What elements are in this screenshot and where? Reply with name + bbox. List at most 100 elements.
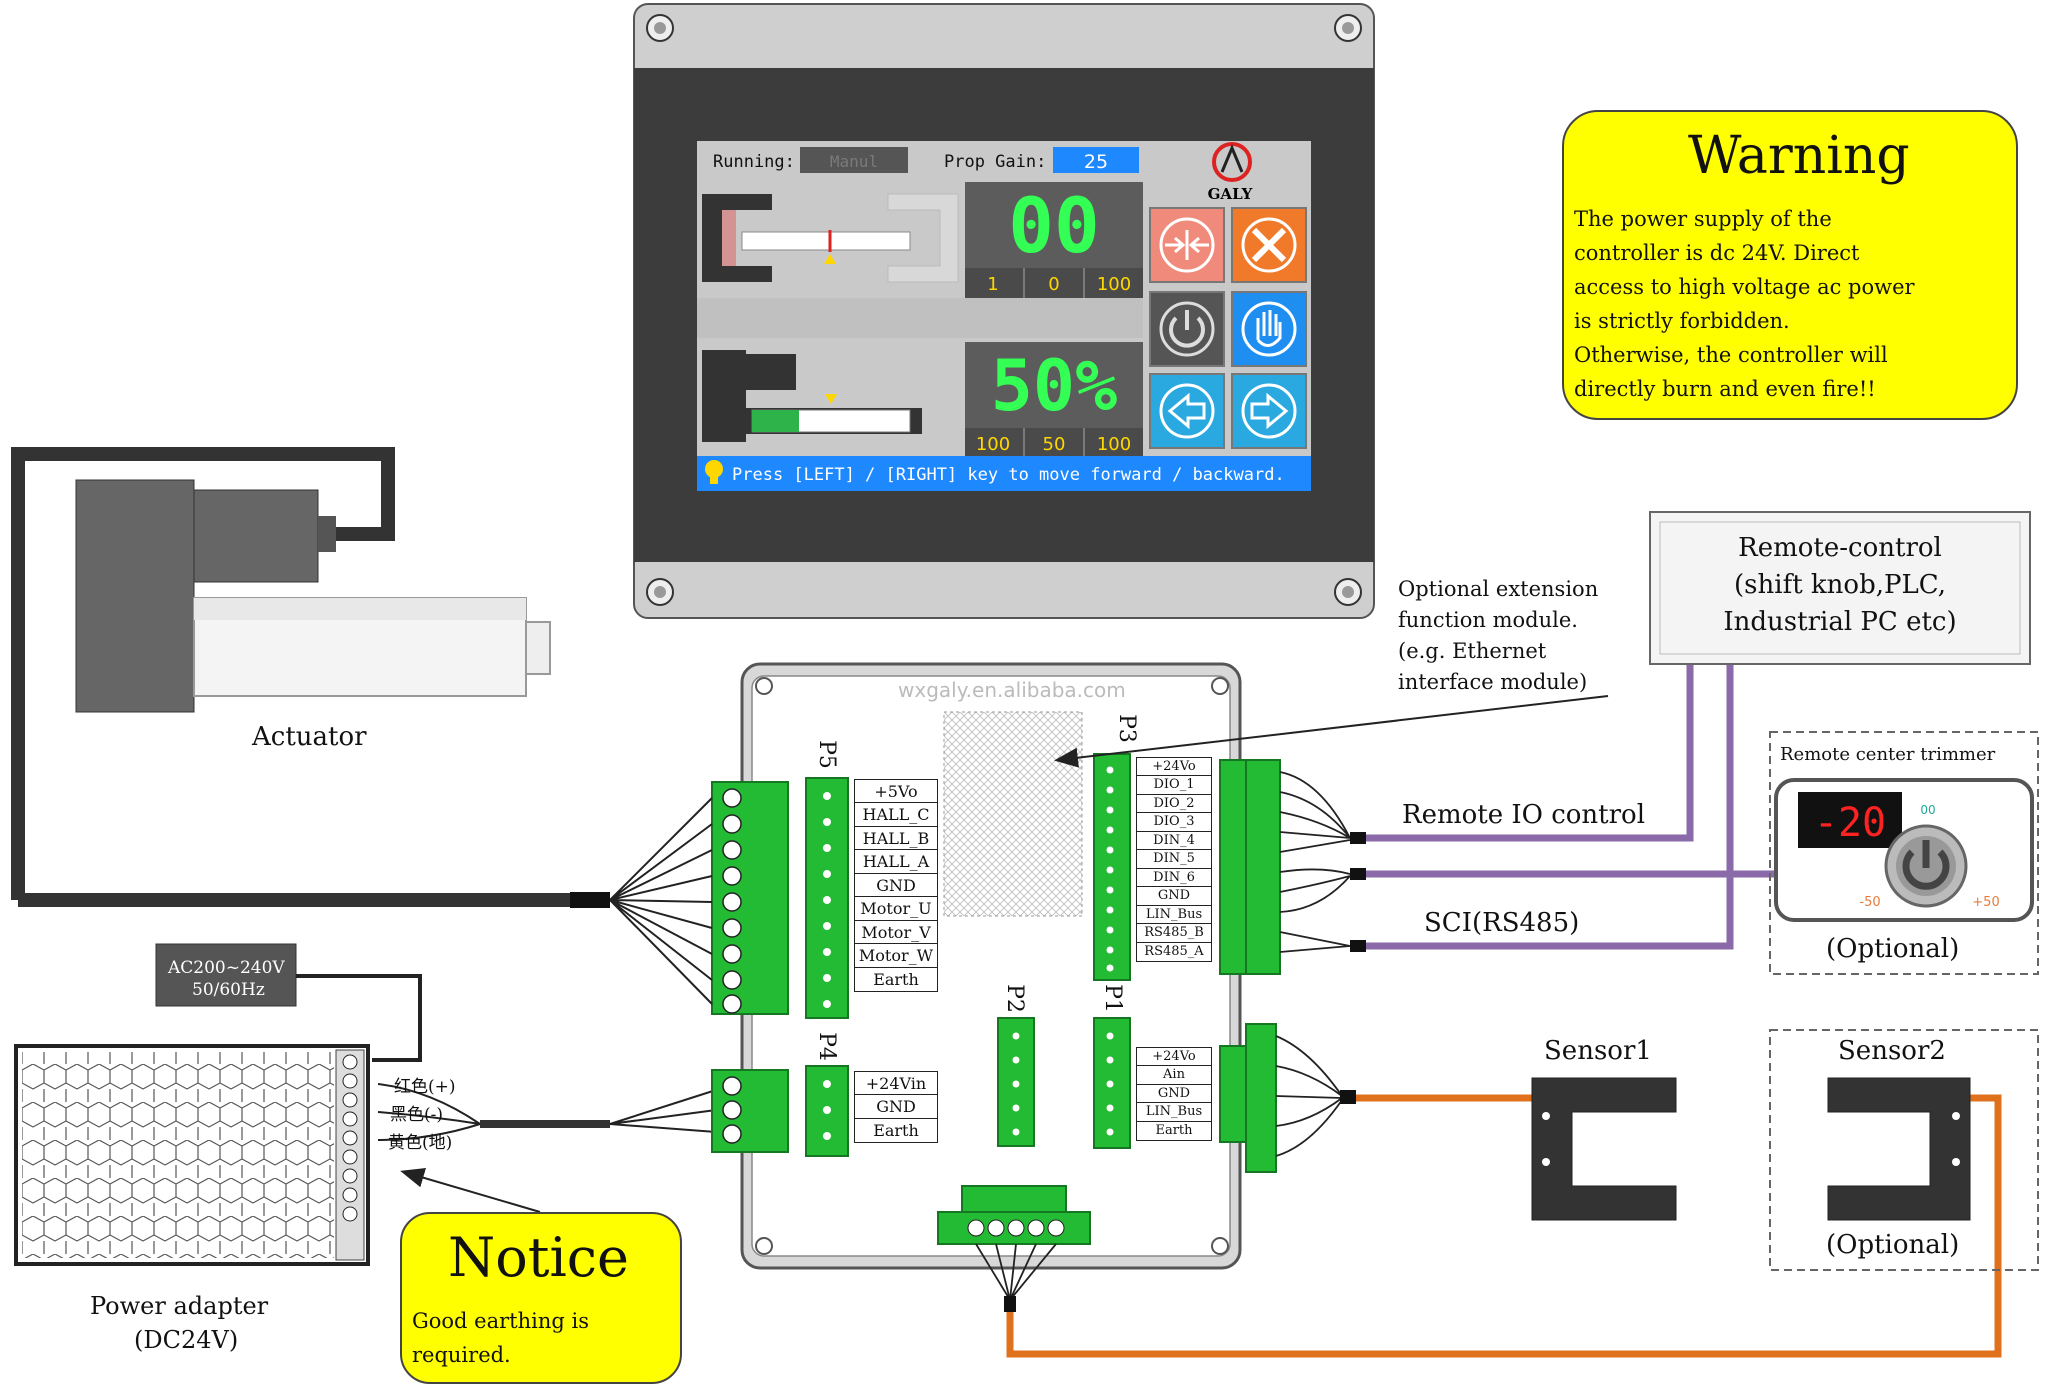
sensor2-box [1769, 1029, 2039, 1271]
p5-pin: Motor_V [854, 919, 938, 945]
port-p2-name: P2 [1001, 984, 1027, 1013]
p4-pin: Earth [854, 1117, 938, 1143]
p5-screws [722, 788, 742, 1014]
notice-line: required. [412, 1343, 511, 1367]
warning-line: is strictly forbidden. [1574, 309, 1790, 333]
trimmer-max: +50 [1972, 895, 1999, 910]
galy-logo-icon [1212, 142, 1252, 182]
notice-line: Good earthing is [412, 1309, 589, 1333]
remote-control-box [1649, 511, 2031, 665]
optional-extension-note: Optional extension function module. (e.g… [1398, 574, 1598, 698]
p5-plug [570, 781, 789, 1015]
notice-body: Good earthing is required. [412, 1304, 589, 1372]
warning-line: controller is dc 24V. Direct [1574, 241, 1860, 265]
warning-line: Otherwise, the controller will [1574, 343, 1888, 367]
remote-io-label: Remote IO control [1402, 800, 1646, 830]
p4-pin: +24Vin [854, 1070, 938, 1096]
top-row-a: 1 [987, 274, 998, 295]
top-row-c: 100 [1097, 274, 1131, 295]
trimmer-title: Remote center trimmer [1780, 744, 1996, 765]
trimmer-optional-label: (Optional) [1826, 934, 1960, 964]
p3-pin: RS485_A [1136, 941, 1212, 962]
sci-label: SCI(RS485) [1424, 908, 1580, 938]
p5-pin: Motor_U [854, 896, 938, 921]
gain-value: 25 [1084, 151, 1108, 173]
power-supply-graphic [14, 943, 717, 1266]
trimmer-min: -50 [1859, 895, 1880, 910]
port-p3-name: P3 [1113, 714, 1139, 743]
gain-label: Prop Gain: [944, 152, 1046, 172]
warning-line: The power supply of the [1574, 207, 1832, 231]
remote-line: Remote-control [1738, 533, 1942, 563]
stroke-graphic [702, 350, 922, 442]
ac-freq-label: 50/60Hz [192, 980, 265, 1000]
screw-icon [646, 14, 674, 42]
ext-line: interface module) [1398, 670, 1588, 694]
remote-control-text: Remote-control (shift knob,PLC, Industri… [1650, 530, 2030, 641]
trimmer-value: -20 [1814, 800, 1886, 846]
left-button[interactable] [1149, 373, 1225, 449]
watermark-text: wxgaly.en.alibaba.com [898, 678, 1126, 702]
logo-text: GALY [1208, 185, 1253, 203]
p5-pin: HALL_B [854, 825, 938, 851]
p5-pin: Motor_W [854, 943, 938, 968]
running-value: Manul [830, 152, 878, 171]
p3-pin-table: +24Vo DIO_1 DIO_2 DIO_3 DIN_4 DIN_5 DIN_… [1136, 756, 1212, 962]
tools-icon [1241, 217, 1297, 273]
p3-pins [1106, 766, 1114, 972]
p3-pin: RS485_B [1136, 923, 1212, 943]
hand-button[interactable] [1231, 291, 1307, 367]
sensor2-label: Sensor2 [1838, 1036, 1946, 1066]
ext-line: (e.g. Ethernet [1398, 639, 1547, 663]
top-row-b: 0 [1048, 274, 1059, 295]
warning-body: The power supply of the controller is dc… [1574, 202, 1915, 406]
notice-callout: Notice Good earthing is required. [400, 1212, 682, 1384]
p1-pin: +24Vo [1136, 1046, 1212, 1067]
ext-line: Optional extension [1398, 577, 1599, 601]
bottom-row-c: 100 [1097, 434, 1131, 455]
warning-line: access to high voltage ac power [1574, 275, 1915, 299]
wire-red-label: 红色(+) [394, 1077, 456, 1097]
trimmer-box [1769, 731, 2039, 975]
center-button[interactable] [1149, 207, 1225, 283]
p3-pin: GND [1136, 886, 1212, 906]
right-button[interactable] [1231, 373, 1307, 449]
ext-line: function module. [1398, 608, 1578, 632]
p3-pin: DIO_2 [1136, 793, 1212, 814]
p5-pin: HALL_C [854, 802, 938, 827]
digits-top: 00 [1008, 181, 1100, 270]
p3-pin: LIN_Bus [1136, 904, 1212, 925]
port-p1-name: P1 [1099, 984, 1125, 1013]
p1-pin: Ain [1136, 1065, 1212, 1085]
p3-pin: +24Vo [1136, 756, 1212, 777]
remote-line: (shift knob,PLC, [1734, 570, 1946, 600]
p5-pins [823, 792, 831, 1008]
p5-pin: +5Vo [854, 778, 938, 804]
remote-line: Industrial PC etc) [1723, 607, 1957, 637]
right-arrow-icon [1241, 383, 1297, 439]
dc24v-label: (DC24V) [134, 1326, 239, 1354]
wire-yellow-label: 黄色(地) [388, 1133, 453, 1153]
p1-plug [1219, 1023, 1356, 1173]
lightbulb-icon [705, 460, 723, 484]
p4-pins [823, 1080, 831, 1140]
p5-pin: GND [854, 872, 938, 898]
sensor1-label: Sensor1 [1544, 1036, 1652, 1066]
power-button[interactable] [1149, 291, 1225, 367]
p1-pin-table: +24Vo Ain GND LIN_Bus Earth [1136, 1046, 1212, 1141]
p3-pin: DIN_5 [1136, 849, 1212, 869]
knob-power-icon [1902, 840, 1950, 890]
wire-black-label: 黑色(-) [390, 1105, 444, 1125]
digits-bottom: 50% [991, 345, 1117, 427]
settings-button[interactable] [1231, 207, 1307, 283]
p5-pin-table: +5Vo HALL_C HALL_B HALL_A GND Motor_U Mo… [854, 778, 938, 992]
p4-pin-table: +24Vin GND Earth [854, 1070, 938, 1143]
p3-plug [1219, 759, 1366, 975]
p1-pin: LIN_Bus [1136, 1102, 1212, 1122]
bottom-row-b: 50 [1043, 434, 1066, 455]
p1-pin: Earth [1136, 1120, 1212, 1141]
sensor2-wire [1006, 1094, 2002, 1358]
power-adapter-label: Power adapter [90, 1292, 269, 1320]
